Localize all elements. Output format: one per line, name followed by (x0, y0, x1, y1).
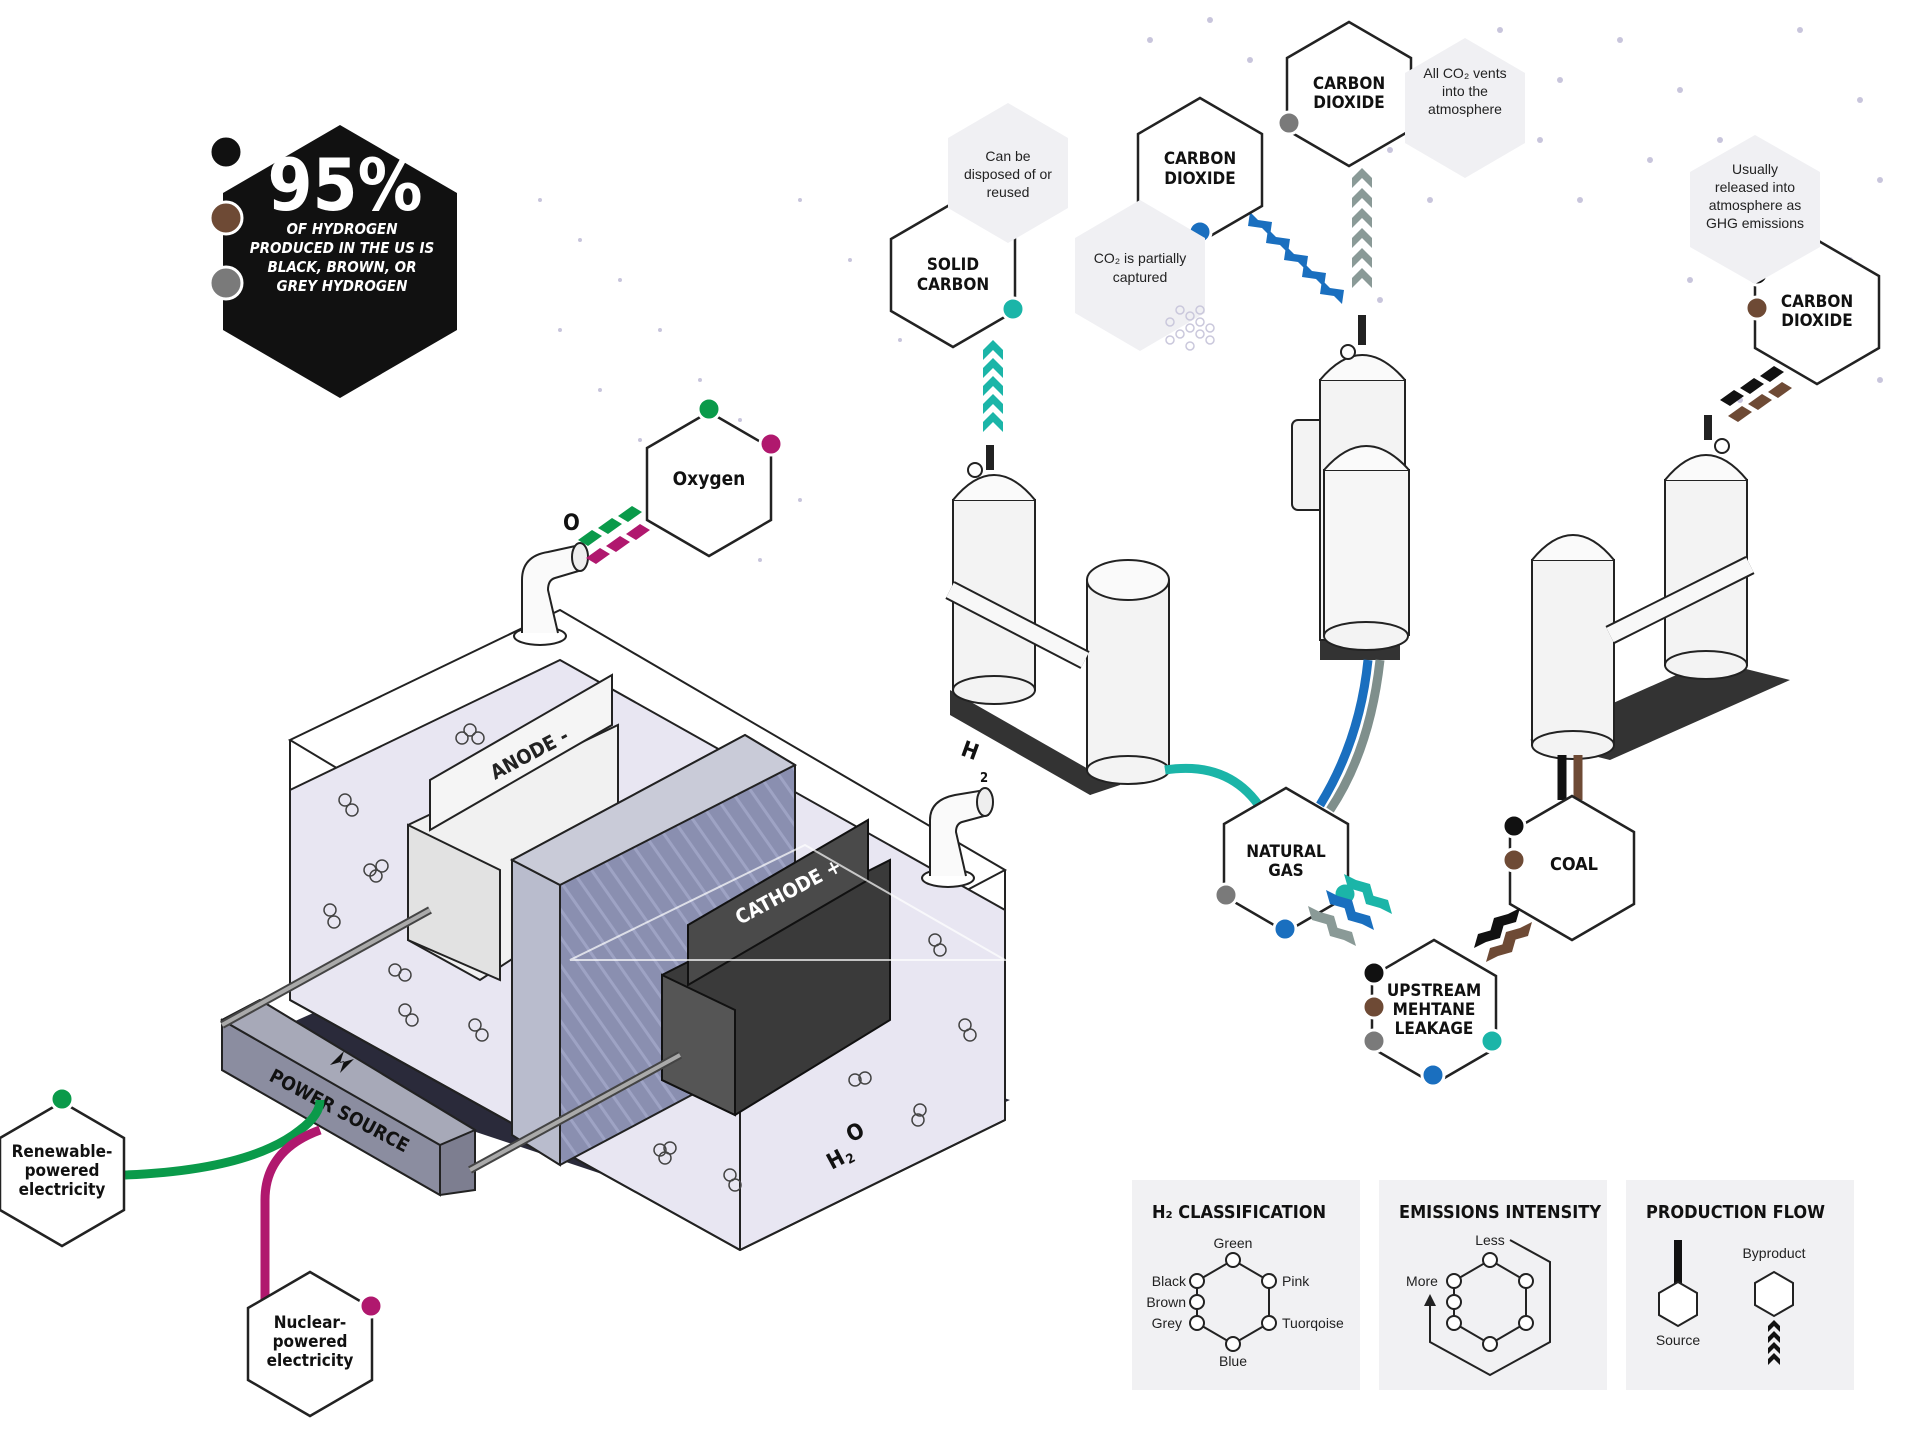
legend-black: Black (1152, 1273, 1187, 1289)
nuclear-node: Nuclear- powered electricity (246, 1270, 384, 1418)
source-hex-icon (1658, 1280, 1698, 1328)
legend-brown: Brown (1146, 1294, 1186, 1310)
renewable-line-3: electricity (19, 1180, 106, 1200)
oxygen-node: Oxygen (645, 396, 784, 558)
gas-leakage-arrows (1308, 874, 1392, 946)
solid-carbon-arrows (983, 340, 1003, 432)
stat-line-4: GREY HYDROGEN (277, 277, 409, 295)
renewable-line-1: Renewable- (12, 1142, 113, 1162)
co2-coal-note: Usually released into atmosphere as GHG … (1690, 135, 1820, 284)
h2-classification-title: H₂ CLASSIFICATION (1152, 1202, 1326, 1223)
renewable-node: Renewable- powered electricity (0, 1086, 126, 1248)
solid-carbon-line-1: SOLID (927, 255, 979, 275)
co2-coal-note-line-3: atmosphere as (1709, 197, 1802, 213)
hydrogen-pipe-subscript: 2 (980, 771, 988, 786)
solid-carbon-note-line-1: Can be (985, 148, 1030, 164)
brown-indicator-dot (208, 200, 244, 236)
legend-production-flow: PRODUCTION FLOW Source Byproduct (1626, 1180, 1854, 1390)
coal-node: COAL (1501, 794, 1636, 942)
natural-gas-node: NATURAL GAS (1213, 786, 1358, 942)
legend-emissions-intensity: EMISSIONS INTENSITY Less More (1379, 1180, 1607, 1390)
co2-coal-note-line-4: GHG emissions (1706, 215, 1804, 231)
byproduct-arrows-icon (1768, 1320, 1780, 1365)
co2-partial-note: CO₂ is partially captured (1075, 200, 1205, 351)
co2-captured-node: CARBON DIOXIDE (1136, 96, 1264, 245)
natural-gas-line-1: NATURAL (1246, 842, 1326, 862)
co2-partial-note-line-2: captured (1113, 269, 1167, 285)
co2-coal-line-1: CARBON (1781, 292, 1853, 312)
co2-partial-note-line-1: CO₂ is partially (1094, 250, 1187, 266)
coal-leakage-arrows (1474, 908, 1532, 962)
oxygen-node-label: Oxygen (673, 468, 746, 490)
nuclear-line-2: powered (273, 1332, 348, 1352)
coal-node-label: COAL (1550, 854, 1598, 875)
co2-captured-line-2: DIOXIDE (1164, 169, 1235, 189)
oxygen-pipe-label: O (563, 511, 580, 536)
legend-turquoise: Tuorqoise (1282, 1315, 1344, 1331)
co2-vent-note-line-3: atmosphere (1428, 101, 1502, 117)
solid-carbon-note-line-2: disposed of or (964, 166, 1052, 182)
turquoise-gas-line (1164, 763, 1266, 813)
hydrogen-pipe-label: H (958, 737, 982, 766)
renewable-line-2: powered (25, 1161, 100, 1181)
co2-vented-node: CARBON DIOXIDE (1276, 20, 1413, 168)
emissions-intensity-title: EMISSIONS INTENSITY (1399, 1202, 1601, 1223)
upstream-leakage-node: UPSTREAM MEHTANE LEAKAGE (1361, 938, 1505, 1088)
capture-storage-icon (1165, 305, 1215, 351)
solid-carbon-note-line-3: reused (987, 184, 1030, 200)
byproduct-hex-icon (1754, 1270, 1794, 1318)
solid-carbon-node: SOLID CARBON (889, 201, 1026, 349)
electrolyzer: ANODE - CATHODE + POWER SOURCE O H (219, 511, 1010, 1252)
grey-gas-line (1326, 659, 1385, 813)
stat-line-2: PRODUCED IN THE US IS (250, 239, 434, 257)
co2-coal-line-2: DIOXIDE (1781, 311, 1852, 331)
grey-indicator-dot (208, 265, 244, 301)
smr-reactor (1291, 315, 1410, 660)
co2-captured-line-1: CARBON (1164, 149, 1236, 169)
turquoise-reactor (945, 445, 1170, 795)
nuclear-line-3: electricity (267, 1351, 354, 1371)
natural-gas-line-2: GAS (1268, 861, 1303, 881)
vented-co2-arrows (1352, 168, 1372, 288)
legend-more: More (1406, 1273, 1438, 1289)
black-indicator-dot (208, 134, 244, 170)
coal-co2-arrows (1720, 366, 1792, 422)
legend-h2-classification: H₂ CLASSIFICATION Green Pink Tuorqoise B… (1132, 1180, 1360, 1390)
oxygen-flow-arrows (578, 506, 650, 564)
solid-carbon-note: Can be disposed of or reused (948, 103, 1068, 243)
co2-vent-note-line-1: All CO₂ vents (1423, 65, 1506, 81)
co2-vented-line-2: DIOXIDE (1313, 93, 1384, 113)
solid-carbon-line-2: CARBON (917, 275, 989, 295)
co2-coal-note-line-1: Usually (1732, 161, 1778, 177)
captured-co2-arrows (1248, 212, 1344, 304)
co2-coal-note-line-2: released into (1715, 179, 1795, 195)
coal-gasifier (1530, 415, 1790, 760)
nuclear-line-1: Nuclear- (274, 1313, 347, 1333)
upstream-line-1: UPSTREAM (1387, 981, 1481, 1001)
legend-source: Source (1656, 1332, 1701, 1348)
stat-line-3: BLACK, BROWN, OR (267, 258, 416, 276)
legend-less: Less (1475, 1232, 1505, 1248)
legend-grey: Grey (1152, 1315, 1182, 1331)
co2-vented-line-1: CARBON (1313, 74, 1385, 94)
upstream-line-2: MEHTANE (1393, 1000, 1476, 1020)
production-flow-title: PRODUCTION FLOW (1646, 1202, 1825, 1223)
blue-gas-line (1316, 659, 1373, 808)
renewable-cable (124, 1099, 325, 1180)
stat-line-1: OF HYDROGEN (286, 220, 398, 238)
co2-vent-note: All CO₂ vents into the atmosphere (1405, 38, 1525, 178)
stat-hexagon: 95% OF HYDROGEN PRODUCED IN THE US IS BL… (208, 125, 457, 398)
stat-percent: 95% (267, 143, 422, 227)
co2-coal-node: CARBON DIOXIDE (1744, 238, 1881, 386)
co2-vent-note-line-2: into the (1442, 83, 1488, 99)
legend-pink: Pink (1282, 1273, 1310, 1289)
legend-blue: Blue (1219, 1353, 1247, 1369)
upstream-line-3: LEAKAGE (1395, 1019, 1474, 1039)
nuclear-cable (260, 1125, 322, 1310)
legend-green: Green (1214, 1235, 1253, 1251)
lightning-icon (330, 1051, 354, 1073)
legend-byproduct: Byproduct (1742, 1245, 1805, 1261)
